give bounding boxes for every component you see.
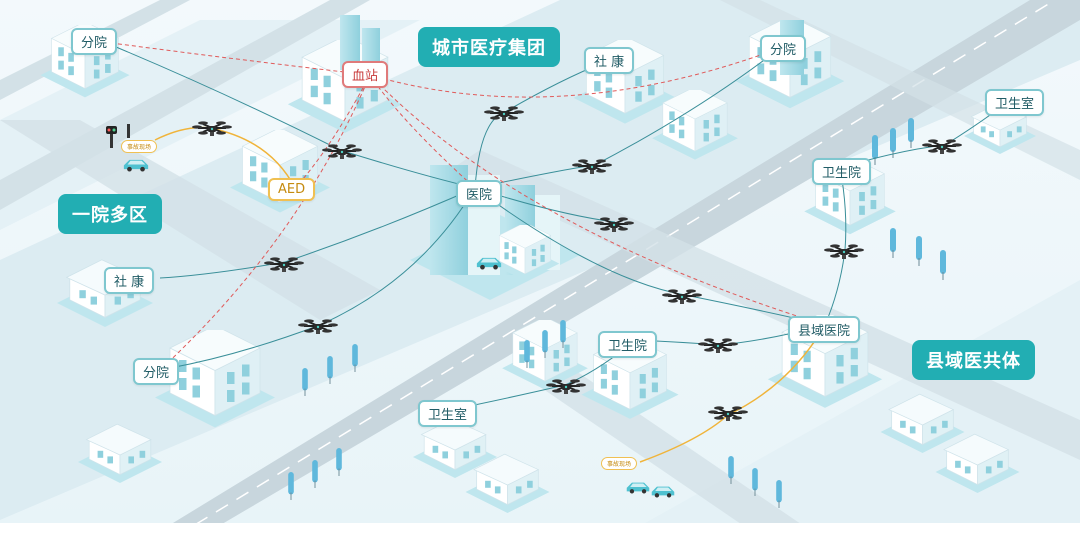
ambulance-car-icon (626, 482, 650, 494)
label-county-hospital: 县域医院 (788, 316, 861, 343)
label-branch-top-left: 分院 (71, 28, 118, 55)
label-branch-bottom-left: 分院 (133, 358, 180, 385)
label-blood-station: 血站 (342, 61, 389, 88)
label-community-left: 社 康 (104, 267, 155, 294)
label-health-center-right: 卫生院 (812, 158, 872, 185)
label-branch-top-right: 分院 (760, 35, 807, 62)
bottom-margin (0, 523, 1080, 537)
title-county-medical-alliance: 县域医共体 (912, 340, 1035, 380)
title-one-hospital-multi-district: 一院多区 (58, 194, 162, 234)
drone-routes (103, 41, 1011, 463)
ambulance-car-icon (651, 486, 675, 498)
label-community-top: 社 康 (584, 47, 635, 74)
traffic-light-icon (106, 124, 130, 148)
label-aed: AED (268, 178, 316, 201)
label-health-center-mid: 卫生院 (598, 331, 658, 358)
tag-accident-bottom: 事故现场 (601, 457, 638, 470)
title-city-medical-group: 城市医疗集团 (418, 27, 560, 67)
label-hospital-center: 医院 (456, 180, 503, 207)
tag-accident-left: 事故现场 (121, 140, 158, 153)
label-clinic-right-top: 卫生室 (985, 89, 1045, 116)
label-clinic-bottom: 卫生室 (418, 400, 478, 427)
